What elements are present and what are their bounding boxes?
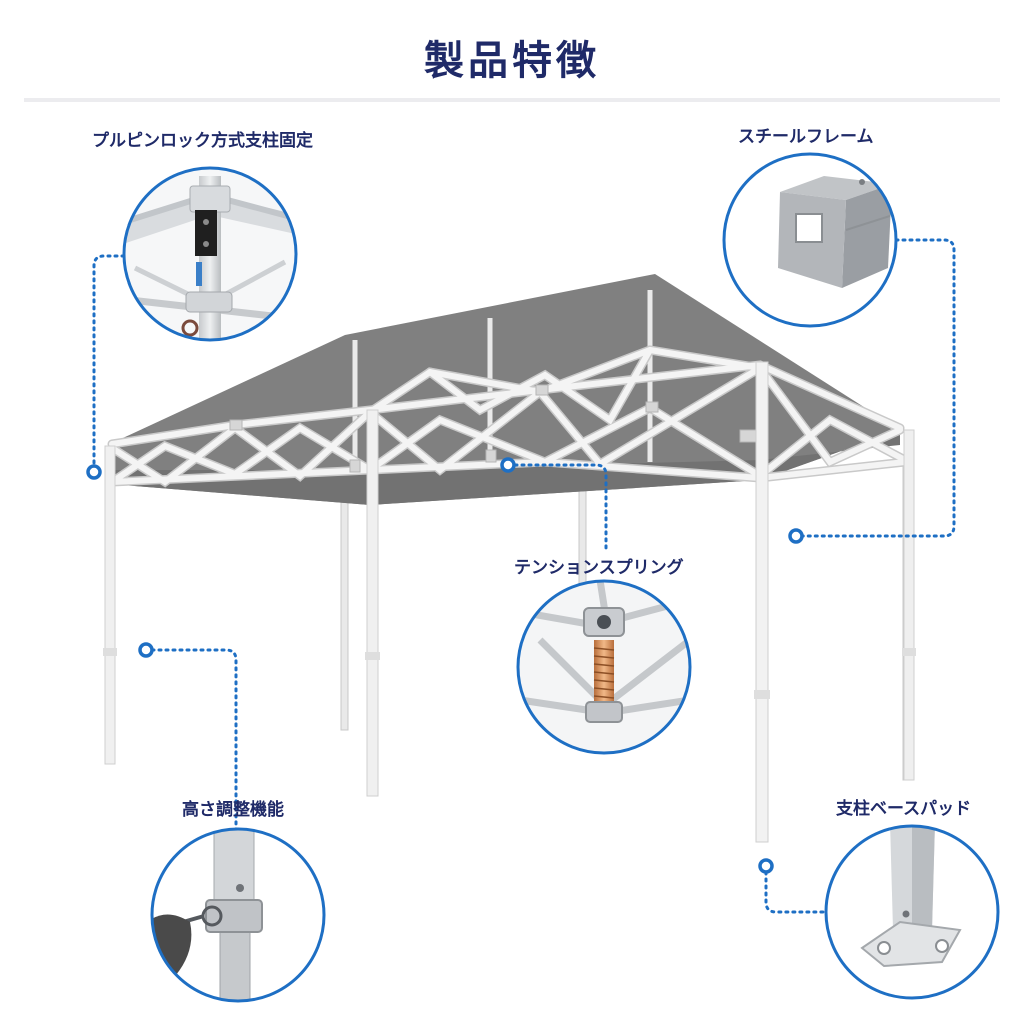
title-divider [24,98,1000,102]
height-adjust-marker [138,642,154,658]
tension-spring-label: テンションスプリング [514,558,684,578]
pin-lock-closeup [122,166,298,342]
pin-lock-label: プルピンロック方式支柱固定 [92,131,313,151]
front-legs [103,361,916,843]
height-adjust-closeup [150,827,326,1003]
base-pad-closeup [824,824,1000,1000]
page-title: 製品特徴 [424,38,600,84]
connector-dots [86,457,804,874]
base-pad-label: 支柱ベースパッド [836,799,972,819]
steel-frame-marker [788,528,804,544]
connector-lines [92,238,956,914]
pin-lock-marker [86,464,102,480]
tension-spring-marker [500,457,516,473]
tent [103,274,916,843]
steel-frame-closeup [722,152,898,328]
scissor-truss [107,345,910,488]
base-pad-marker [758,858,774,874]
height-adjust-label: 高さ調整機能 [182,800,284,820]
steel-frame-label: スチールフレーム [738,127,874,147]
tension-spring-closeup [516,579,692,755]
